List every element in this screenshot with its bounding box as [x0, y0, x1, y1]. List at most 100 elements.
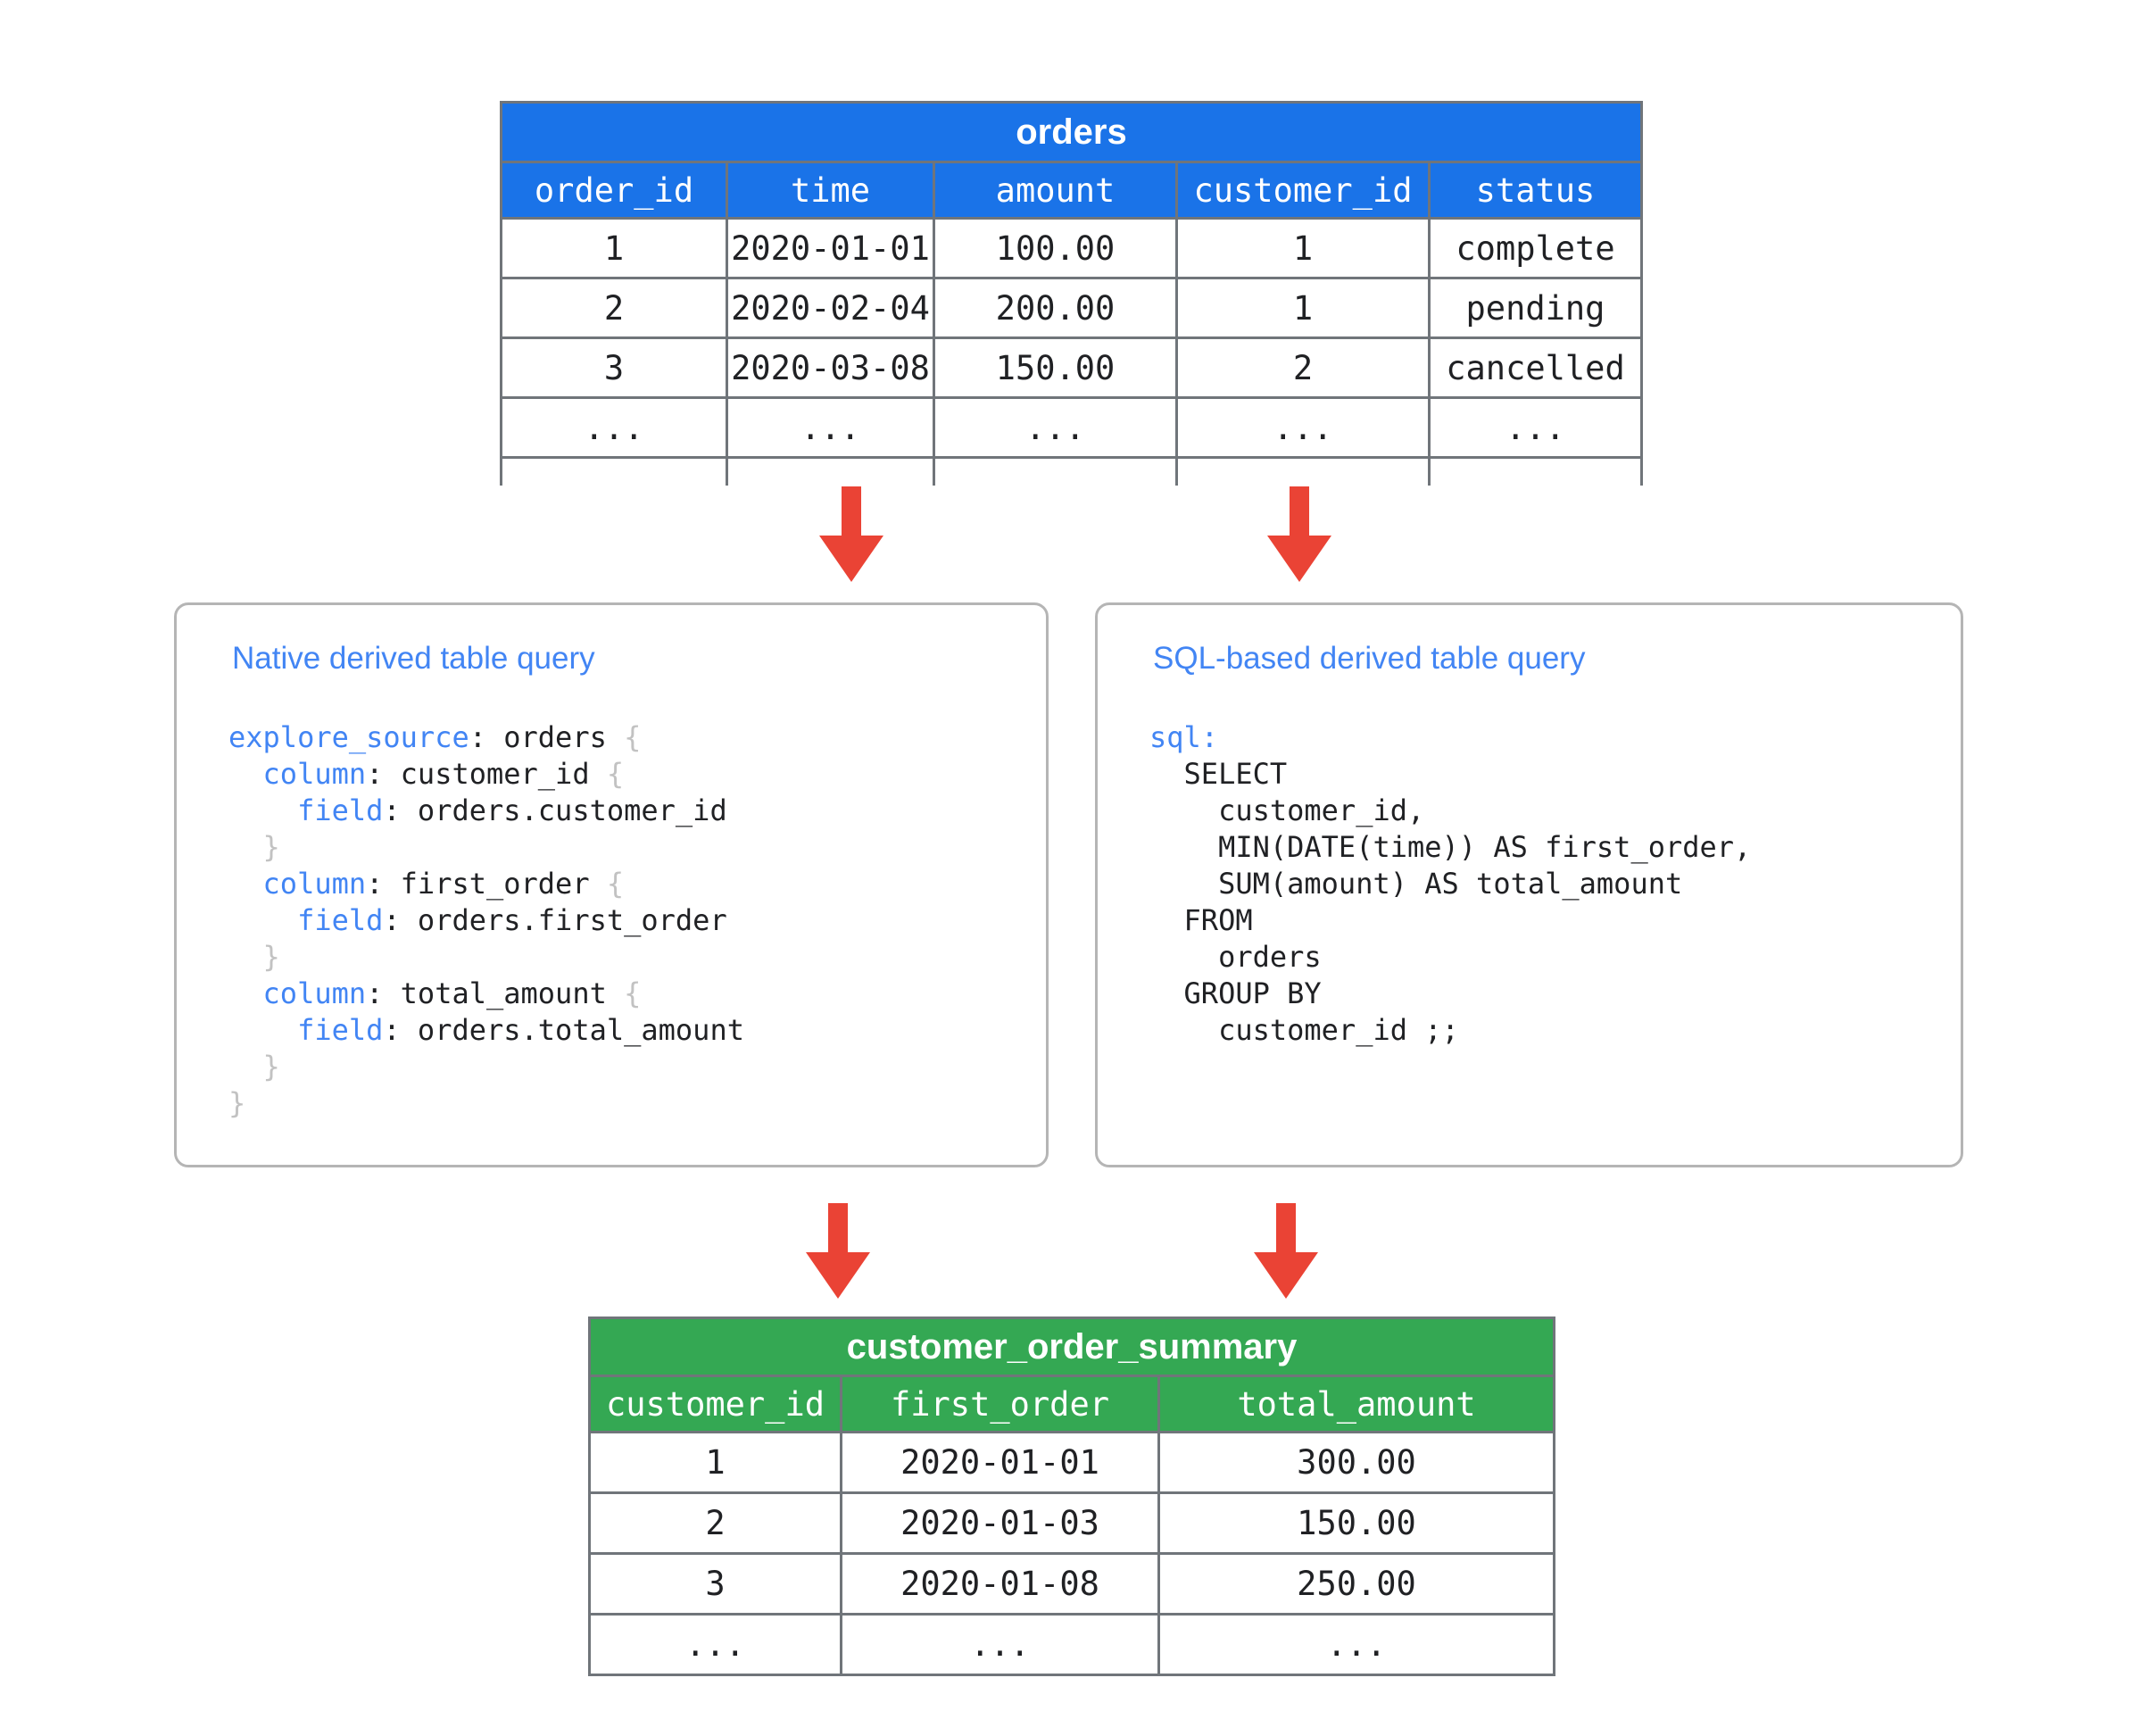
- code-token: [228, 940, 263, 974]
- code-token: column: [262, 757, 367, 791]
- cell: ...: [933, 396, 1178, 459]
- code-token: }: [262, 830, 280, 864]
- table-row: 3 2020-03-08 150.00 2 cancelled: [500, 336, 1643, 399]
- summary-table-header-row: customer_id first_order total_amount: [588, 1375, 1555, 1433]
- table-row: 1 2020-01-01 100.00 1 complete: [500, 217, 1643, 279]
- orders-table: orders order_id time amount customer_id …: [500, 101, 1643, 486]
- code-token: [228, 1013, 297, 1047]
- orders-col-amount: amount: [933, 161, 1178, 220]
- code-line: customer_id,: [1149, 793, 1751, 829]
- code-token: [228, 830, 263, 864]
- code-token: {: [624, 720, 642, 754]
- cell: 2020-01-08: [840, 1552, 1160, 1616]
- cell: 1: [500, 217, 728, 279]
- cell: 2020-02-04: [726, 277, 935, 339]
- cell: [933, 456, 1178, 486]
- orders-to-native-arrow: [819, 486, 883, 582]
- code-token: [228, 1050, 263, 1084]
- code-token: field: [297, 793, 384, 827]
- sql-to-summary-arrow: [1254, 1203, 1318, 1299]
- sql-card-title: SQL-based derived table query: [1153, 641, 1586, 676]
- cell: complete: [1428, 217, 1643, 279]
- cell: 1: [1175, 277, 1431, 339]
- code-token: {: [624, 976, 642, 1010]
- table-row-ellipsis: ... ... ... ... ...: [500, 396, 1643, 459]
- code-token: sql:: [1149, 720, 1219, 754]
- summary-col-customer_id: customer_id: [588, 1375, 842, 1433]
- code-token: : total_amount: [366, 976, 625, 1010]
- cell: 2020-01-03: [840, 1491, 1160, 1555]
- cell: 100.00: [933, 217, 1178, 279]
- cell: 1: [1175, 217, 1431, 279]
- cell: 300.00: [1157, 1431, 1555, 1494]
- orders-col-time: time: [726, 161, 935, 220]
- summary-table-title-row: customer_order_summary: [588, 1317, 1555, 1377]
- orders-table-title-row: orders: [500, 101, 1643, 163]
- cell: 3: [588, 1552, 842, 1616]
- code-line: sql:: [1149, 719, 1751, 756]
- cell: ...: [840, 1613, 1160, 1676]
- table-row: 1 2020-01-01 300.00: [588, 1431, 1555, 1494]
- code-token: FROM: [1149, 903, 1253, 937]
- cell: pending: [1428, 277, 1643, 339]
- code-line: }: [228, 1085, 744, 1122]
- sql-derived-table-card: SQL-based derived table query sql: SELEC…: [1095, 602, 1963, 1167]
- cell: ...: [1175, 396, 1431, 459]
- native-derived-table-card: Native derived table query explore_sourc…: [174, 602, 1049, 1167]
- code-token: [228, 976, 263, 1010]
- summary-col-total_amount: total_amount: [1157, 1375, 1555, 1433]
- code-line: FROM: [1149, 902, 1751, 939]
- cell: 250.00: [1157, 1552, 1555, 1616]
- code-token: [228, 867, 263, 901]
- code-line: }: [228, 939, 744, 976]
- cell: ...: [1428, 396, 1643, 459]
- code-line: GROUP BY: [1149, 976, 1751, 1012]
- cell: ...: [1157, 1613, 1555, 1676]
- customer-order-summary-table: customer_order_summary customer_id first…: [588, 1317, 1555, 1676]
- code-token: : orders.total_amount: [383, 1013, 744, 1047]
- cell: [500, 456, 728, 486]
- cell: 1: [588, 1431, 842, 1494]
- code-token: MIN(DATE(time)) AS first_order,: [1149, 830, 1752, 864]
- native-to-summary-arrow: [806, 1203, 870, 1299]
- code-line: column: first_order {: [228, 866, 744, 902]
- table-row-ellipsis: ... ... ...: [588, 1613, 1555, 1676]
- code-token: }: [262, 940, 280, 974]
- cell: 2020-01-01: [840, 1431, 1160, 1494]
- orders-col-customer_id: customer_id: [1175, 161, 1431, 220]
- cell: 2: [500, 277, 728, 339]
- code-line: }: [228, 1049, 744, 1085]
- cell: cancelled: [1428, 336, 1643, 399]
- native-card-title: Native derived table query: [232, 641, 595, 676]
- code-token: }: [228, 1086, 246, 1120]
- table-row-truncated: [500, 456, 1643, 486]
- code-token: column: [262, 867, 367, 901]
- code-token: [228, 903, 297, 937]
- cell: 2020-01-01: [726, 217, 935, 279]
- summary-table-name: customer_order_summary: [588, 1317, 1555, 1377]
- code-token: : orders.first_order: [383, 903, 727, 937]
- code-line: explore_source: orders {: [228, 719, 744, 756]
- code-token: {: [606, 757, 625, 791]
- table-row: 3 2020-01-08 250.00: [588, 1552, 1555, 1616]
- code-line: MIN(DATE(time)) AS first_order,: [1149, 829, 1751, 866]
- cell: 2020-03-08: [726, 336, 935, 399]
- code-line: SUM(amount) AS total_amount: [1149, 866, 1751, 902]
- code-line: field: orders.first_order: [228, 902, 744, 939]
- table-row: 2 2020-02-04 200.00 1 pending: [500, 277, 1643, 339]
- code-token: field: [297, 903, 384, 937]
- cell: 150.00: [933, 336, 1178, 399]
- code-token: orders: [1149, 940, 1322, 974]
- cell: ...: [726, 396, 935, 459]
- code-line: column: customer_id {: [228, 756, 744, 793]
- code-token: }: [262, 1050, 280, 1084]
- code-line: customer_id ;;: [1149, 1012, 1751, 1049]
- cell: [1175, 456, 1431, 486]
- cell: [1428, 456, 1643, 486]
- code-token: column: [262, 976, 367, 1010]
- sql-code-block: sql: SELECT customer_id, MIN(DATE(time))…: [1149, 719, 1751, 1049]
- code-token: SUM(amount) AS total_amount: [1149, 867, 1683, 901]
- cell: 3: [500, 336, 728, 399]
- orders-col-order_id: order_id: [500, 161, 728, 220]
- code-token: customer_id,: [1149, 793, 1425, 827]
